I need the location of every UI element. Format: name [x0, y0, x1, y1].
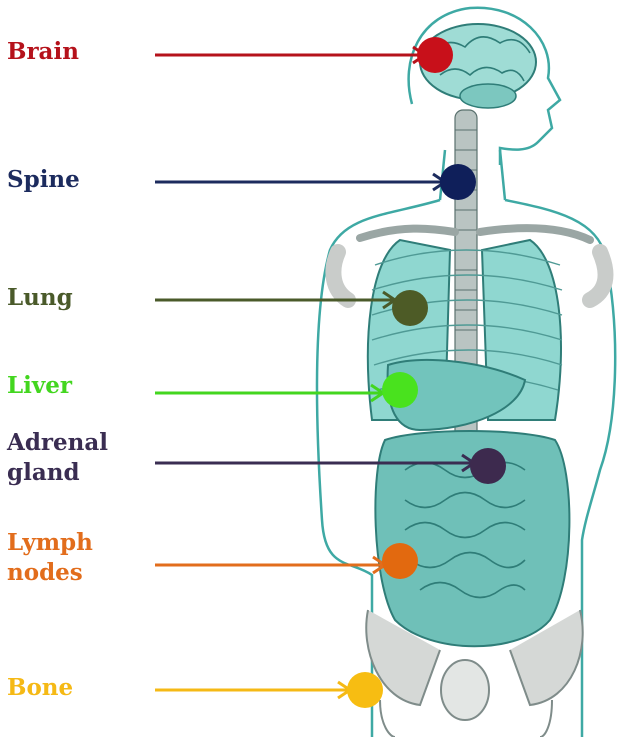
label-lung: Lung [7, 283, 73, 313]
lung-marker-dot [392, 290, 428, 326]
label-lymph-nodes: Lymph nodes [7, 528, 93, 588]
brain-marker-dot [417, 37, 453, 73]
adrenal-marker-dot [470, 448, 506, 484]
label-adrenal-gland: Adrenal gland [7, 428, 108, 488]
label-brain: Brain [7, 37, 79, 67]
liver-marker-dot [382, 372, 418, 408]
lymph-marker-dot [382, 543, 418, 579]
bone-marker-dot [347, 672, 383, 708]
label-spine: Spine [7, 165, 80, 195]
label-bone: Bone [7, 673, 73, 703]
spine-marker-dot [440, 164, 476, 200]
label-liver: Liver [7, 371, 72, 401]
